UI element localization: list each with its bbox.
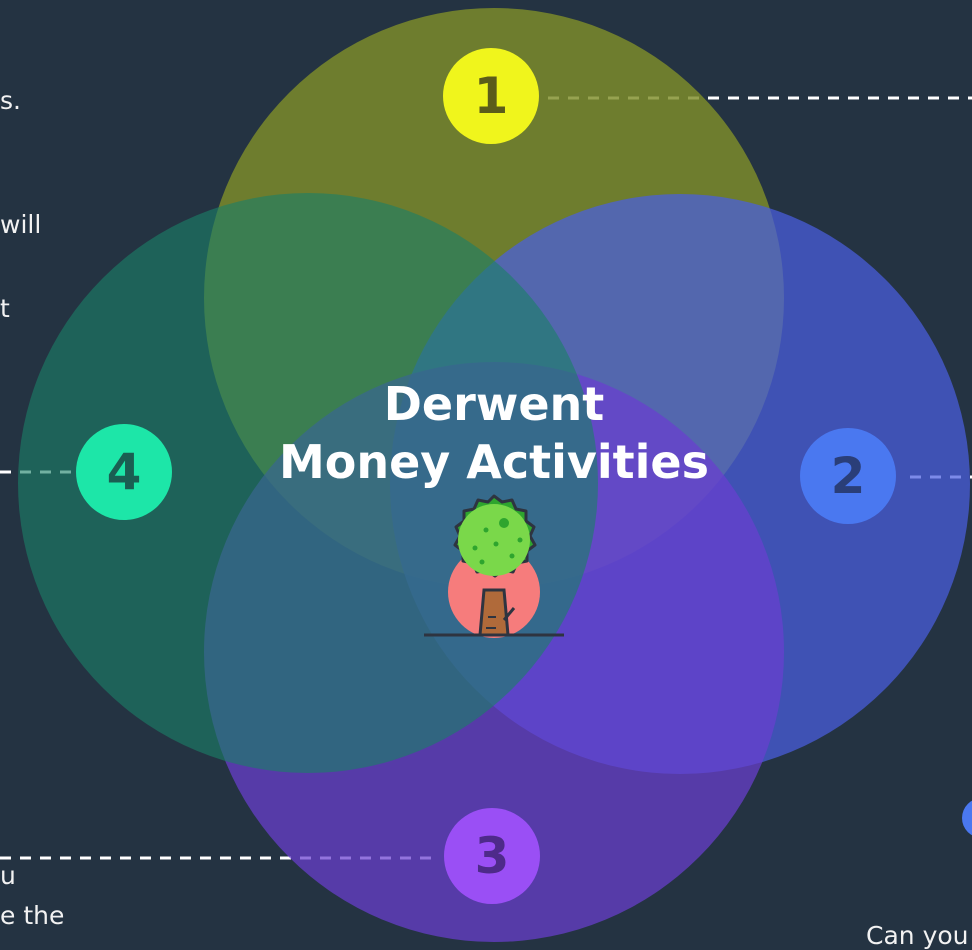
edge-text-fragment: s. <box>0 86 21 115</box>
step-badge-number: 2 <box>830 447 866 505</box>
edge-text-fragment: e the <box>0 901 65 930</box>
step-badge-3: 3 <box>444 808 540 904</box>
tree-icon <box>424 494 564 638</box>
edge-text-fragment: Can you <box>866 921 969 950</box>
title-line-1: Derwent <box>383 377 605 431</box>
edge-text-fragment: t <box>0 294 10 323</box>
step-badge-1: 1 <box>443 48 539 144</box>
step-badge-number: 1 <box>473 67 509 125</box>
step-badge-4: 4 <box>76 424 172 520</box>
edge-text-fragment: u <box>0 861 16 890</box>
edge-text-fragment: will <box>0 210 42 239</box>
step-badge-number: 3 <box>474 827 510 885</box>
venn-circle-4 <box>18 193 598 773</box>
title-line-2: Money Activities <box>278 435 710 489</box>
step-badge-2: 2 <box>800 428 896 524</box>
diagram-title: Derwent Money Activities <box>244 375 744 491</box>
partial-badge <box>962 798 972 838</box>
step-badge-number: 4 <box>106 443 142 501</box>
